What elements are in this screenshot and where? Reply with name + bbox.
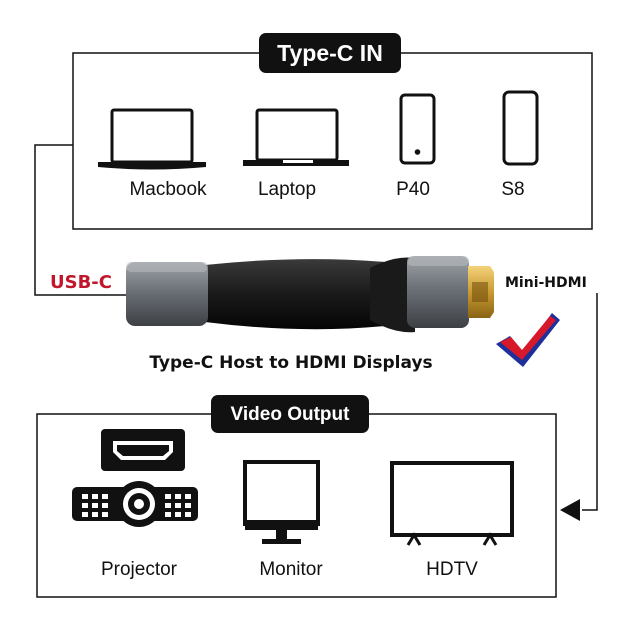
adapter-image <box>126 256 494 333</box>
macbook-icon <box>98 108 206 170</box>
monitor-icon <box>243 460 320 544</box>
output-title: Video Output <box>231 404 351 425</box>
input-title: Type-C IN <box>277 40 383 66</box>
output-title-pill <box>211 395 369 433</box>
hdtv-label: HDTV <box>426 559 478 580</box>
arrow-head-icon <box>560 499 580 521</box>
s8-phone-icon <box>502 90 539 166</box>
input-title-pill <box>259 33 401 73</box>
usb-c-connector-line <box>34 144 130 296</box>
projector-icon <box>72 429 198 527</box>
usb-c-label: USB-C <box>50 272 112 293</box>
p40-label: P40 <box>396 179 430 200</box>
checkmark-icon <box>496 313 560 367</box>
macbook-label: Macbook <box>129 179 207 200</box>
p40-phone-icon <box>399 93 436 165</box>
mini-hdmi-label: Mini-HDMI <box>505 275 587 291</box>
monitor-label: Monitor <box>259 559 323 580</box>
laptop-label: Laptop <box>258 179 316 200</box>
adapter-caption: Type-C Host to HDMI Displays <box>149 353 432 373</box>
projector-label: Projector <box>101 559 178 580</box>
mini-hdmi-connector-line <box>582 293 598 511</box>
s8-label: S8 <box>501 179 524 200</box>
laptop-icon <box>243 108 349 166</box>
hdtv-icon <box>390 461 514 546</box>
